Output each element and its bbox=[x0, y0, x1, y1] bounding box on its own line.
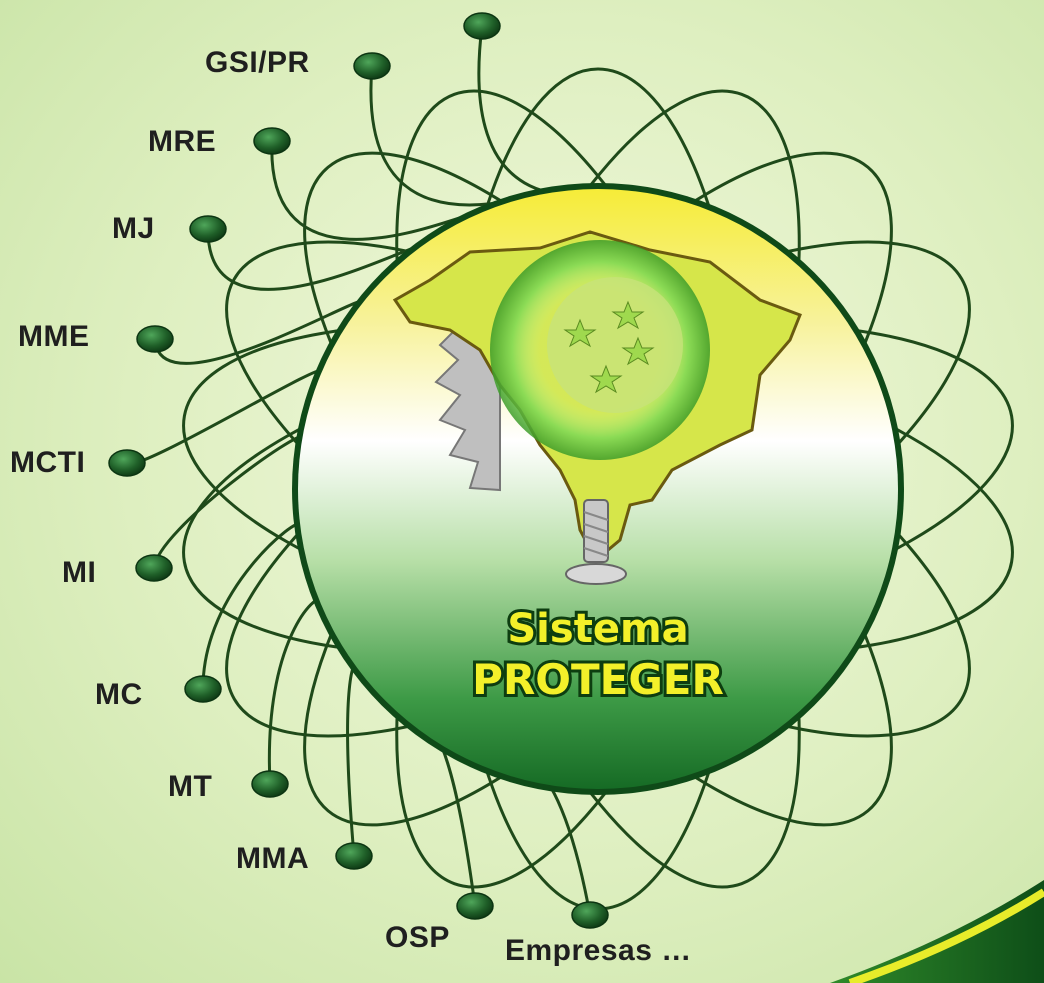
hub-title-line1: Sistema bbox=[507, 606, 688, 652]
emblem bbox=[392, 230, 802, 585]
node-bullet bbox=[463, 12, 501, 40]
label-osp: OSP bbox=[385, 921, 450, 954]
node-bullet bbox=[353, 52, 391, 80]
star-icon bbox=[563, 300, 655, 394]
node-bullet bbox=[571, 901, 609, 929]
node-bullet bbox=[456, 892, 494, 920]
connector-curve bbox=[125, 368, 324, 466]
node-bullets bbox=[108, 12, 609, 929]
label-empresas: Empresas … bbox=[505, 934, 692, 967]
inner-globe bbox=[547, 277, 683, 413]
label-mcti: MCTI bbox=[10, 446, 86, 479]
frame-accent bbox=[830, 880, 1044, 983]
connector-curve bbox=[153, 299, 366, 365]
label-gsi-pr: GSI/PR bbox=[205, 46, 310, 79]
frame-accent-yellow bbox=[848, 888, 1044, 983]
label-mt: MT bbox=[168, 770, 213, 803]
hub: Sistema PROTEGER bbox=[292, 183, 904, 795]
label-mme: MME bbox=[18, 320, 90, 353]
connector-curve bbox=[346, 662, 358, 857]
label-mma: MMA bbox=[236, 842, 310, 875]
label-mj: MJ bbox=[112, 212, 155, 245]
label-mc: MC bbox=[95, 678, 143, 711]
gear-icon bbox=[434, 319, 501, 492]
node-bullet bbox=[108, 449, 146, 477]
node-bullet bbox=[335, 842, 373, 870]
node-bullet bbox=[184, 675, 222, 703]
label-mre: MRE bbox=[148, 125, 217, 158]
node-bullet bbox=[253, 127, 291, 155]
hub-title-line2: PROTEGER bbox=[472, 655, 724, 704]
label-mi: MI bbox=[62, 556, 97, 589]
node-bullet bbox=[189, 215, 227, 243]
node-bullet bbox=[251, 770, 289, 798]
screw-icon bbox=[565, 499, 627, 585]
node-bullet bbox=[135, 554, 173, 582]
node-bullet bbox=[136, 325, 174, 353]
